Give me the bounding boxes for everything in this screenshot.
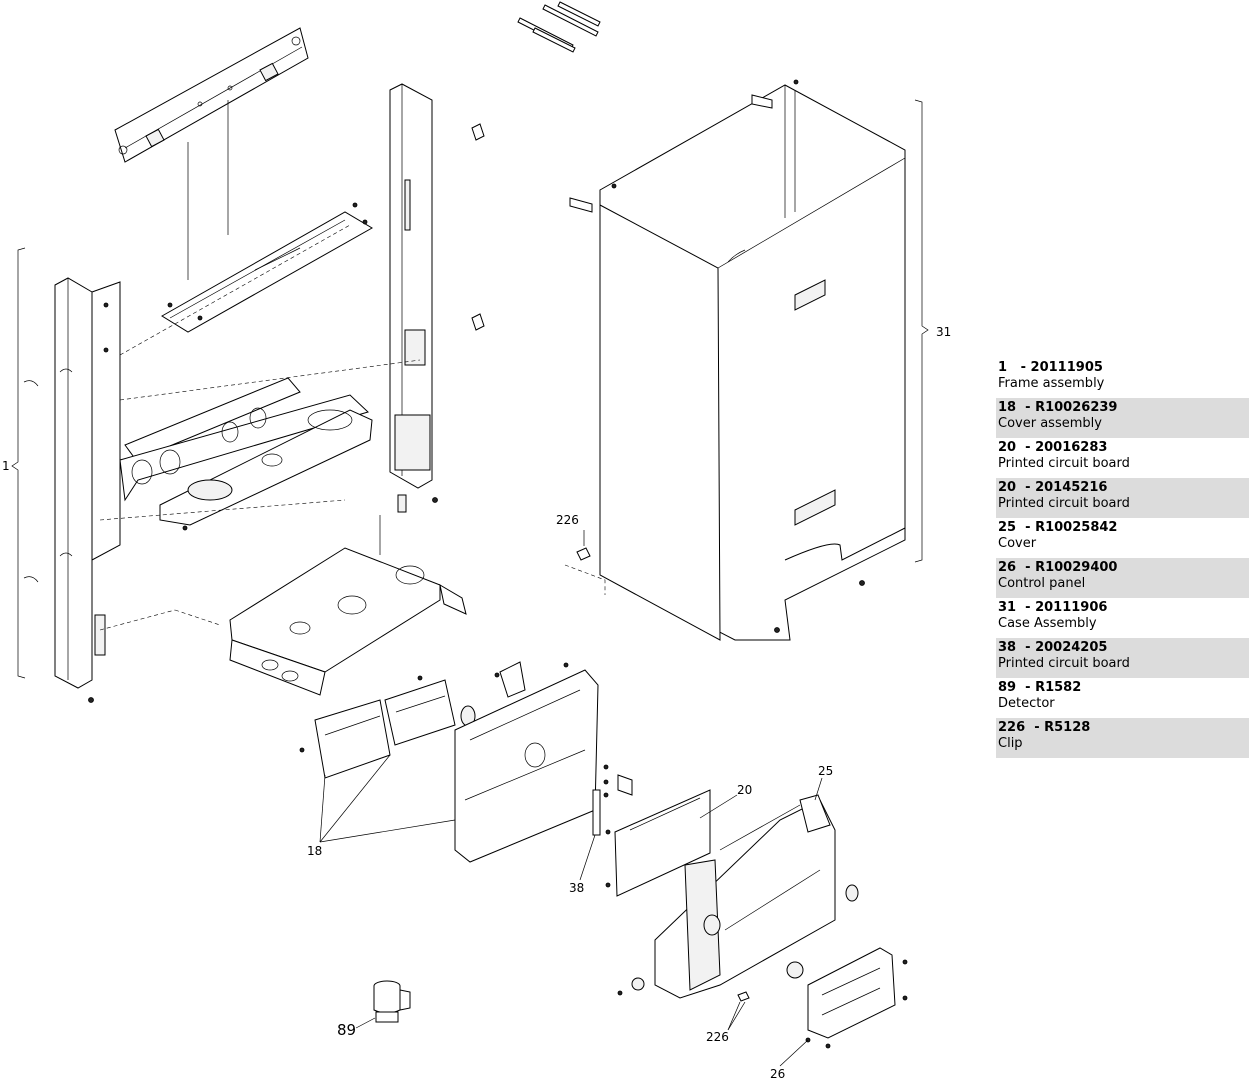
callout-20: 20 bbox=[737, 783, 752, 797]
wall-bracket bbox=[114, 27, 309, 280]
part-description: Case Assembly bbox=[998, 616, 1097, 631]
callout-1-brace bbox=[11, 247, 26, 679]
part-code: R1582 bbox=[1035, 680, 1082, 695]
part-description: Printed circuit board bbox=[998, 496, 1130, 511]
part-description: Cover assembly bbox=[998, 416, 1102, 431]
callout-31: 31 bbox=[936, 325, 951, 339]
pcb-strip bbox=[592, 789, 601, 836]
base-tray bbox=[229, 494, 467, 696]
callout-226-upper: 226 bbox=[556, 513, 579, 527]
part-number: 38 bbox=[998, 640, 1017, 655]
part-number: 18 bbox=[998, 400, 1017, 415]
parts-list-row: 1 - 20111905 Frame assembly bbox=[996, 358, 1249, 398]
part-id: 25 - R10025842 bbox=[998, 520, 1118, 535]
part-description: Printed circuit board bbox=[998, 456, 1130, 471]
parts-list-row: 38 - 20024205 Printed circuit board bbox=[996, 638, 1249, 678]
callout-26: 26 bbox=[770, 1067, 785, 1080]
part-number: 25 bbox=[998, 520, 1017, 535]
parts-list-row: 26 - R10029400 Control panel bbox=[996, 558, 1249, 598]
part-code: 20145216 bbox=[1035, 480, 1108, 495]
part-id: 226 - R5128 bbox=[998, 720, 1091, 735]
part-code: 20111906 bbox=[1035, 600, 1108, 615]
frame-assembly bbox=[23, 83, 485, 703]
part-code: 20111905 bbox=[1030, 360, 1103, 375]
leader-lines bbox=[319, 754, 823, 1067]
part-code: R10029400 bbox=[1035, 560, 1118, 575]
parts-list-row: 89 - R1582 Detector bbox=[996, 678, 1249, 718]
part-id: 1 - 20111905 bbox=[998, 360, 1103, 375]
part-id: 20 - 20145216 bbox=[998, 480, 1108, 495]
part-id: 26 - R10029400 bbox=[998, 560, 1118, 575]
parts-list-row: 20 - 20145216 Printed circuit board bbox=[996, 478, 1249, 518]
printed-circuit-board bbox=[603, 764, 711, 897]
part-code: 20016283 bbox=[1035, 440, 1108, 455]
callout-31-brace bbox=[914, 99, 929, 563]
part-code: 20024205 bbox=[1035, 640, 1108, 655]
part-number: 31 bbox=[998, 600, 1017, 615]
part-number: 1 bbox=[998, 360, 1008, 375]
wall-plugs bbox=[517, 1, 601, 53]
part-id: 38 - 20024205 bbox=[998, 640, 1108, 655]
part-number: 26 bbox=[998, 560, 1017, 575]
part-description: Cover bbox=[998, 536, 1037, 551]
part-number: 226 bbox=[998, 720, 1026, 735]
part-description: Clip bbox=[998, 736, 1023, 751]
detector bbox=[373, 980, 411, 1023]
callout-25: 25 bbox=[818, 764, 833, 778]
parts-list-row: 31 - 20111906 Case Assembly bbox=[996, 598, 1249, 638]
callout-1: 1 bbox=[2, 459, 10, 473]
parts-list-row: 18 - R10026239 Cover assembly bbox=[996, 398, 1249, 438]
part-id: 89 - R1582 bbox=[998, 680, 1082, 695]
part-description: Detector bbox=[998, 696, 1055, 711]
part-id: 31 - 20111906 bbox=[998, 600, 1108, 615]
part-code: R10026239 bbox=[1035, 400, 1118, 415]
part-description: Frame assembly bbox=[998, 376, 1105, 391]
control-housing bbox=[454, 661, 599, 863]
callout-226-lower: 226 bbox=[706, 1030, 729, 1044]
parts-list-row: 25 - R10025842 Cover bbox=[996, 518, 1249, 558]
part-number: 20 bbox=[998, 440, 1017, 455]
callout-18: 18 bbox=[307, 844, 322, 858]
part-number: 89 bbox=[998, 680, 1017, 695]
part-code: R5128 bbox=[1044, 720, 1091, 735]
case-assembly bbox=[564, 79, 906, 641]
part-description: Printed circuit board bbox=[998, 656, 1130, 671]
parts-list: 1 - 20111905 Frame assembly 18 - R100262… bbox=[996, 358, 1249, 758]
callout-89: 89 bbox=[337, 1021, 356, 1039]
part-number: 20 bbox=[998, 480, 1017, 495]
parts-list-row: 20 - 20016283 Printed circuit board bbox=[996, 438, 1249, 478]
part-id: 18 - R10026239 bbox=[998, 400, 1118, 415]
part-description: Control panel bbox=[998, 576, 1086, 591]
callout-38: 38 bbox=[569, 881, 584, 895]
cover-assembly bbox=[299, 675, 476, 779]
part-id: 20 - 20016283 bbox=[998, 440, 1108, 455]
parts-list-row: 226 - R5128 Clip bbox=[996, 718, 1249, 758]
part-code: R10025842 bbox=[1035, 520, 1118, 535]
control-panel-block bbox=[617, 794, 908, 1049]
